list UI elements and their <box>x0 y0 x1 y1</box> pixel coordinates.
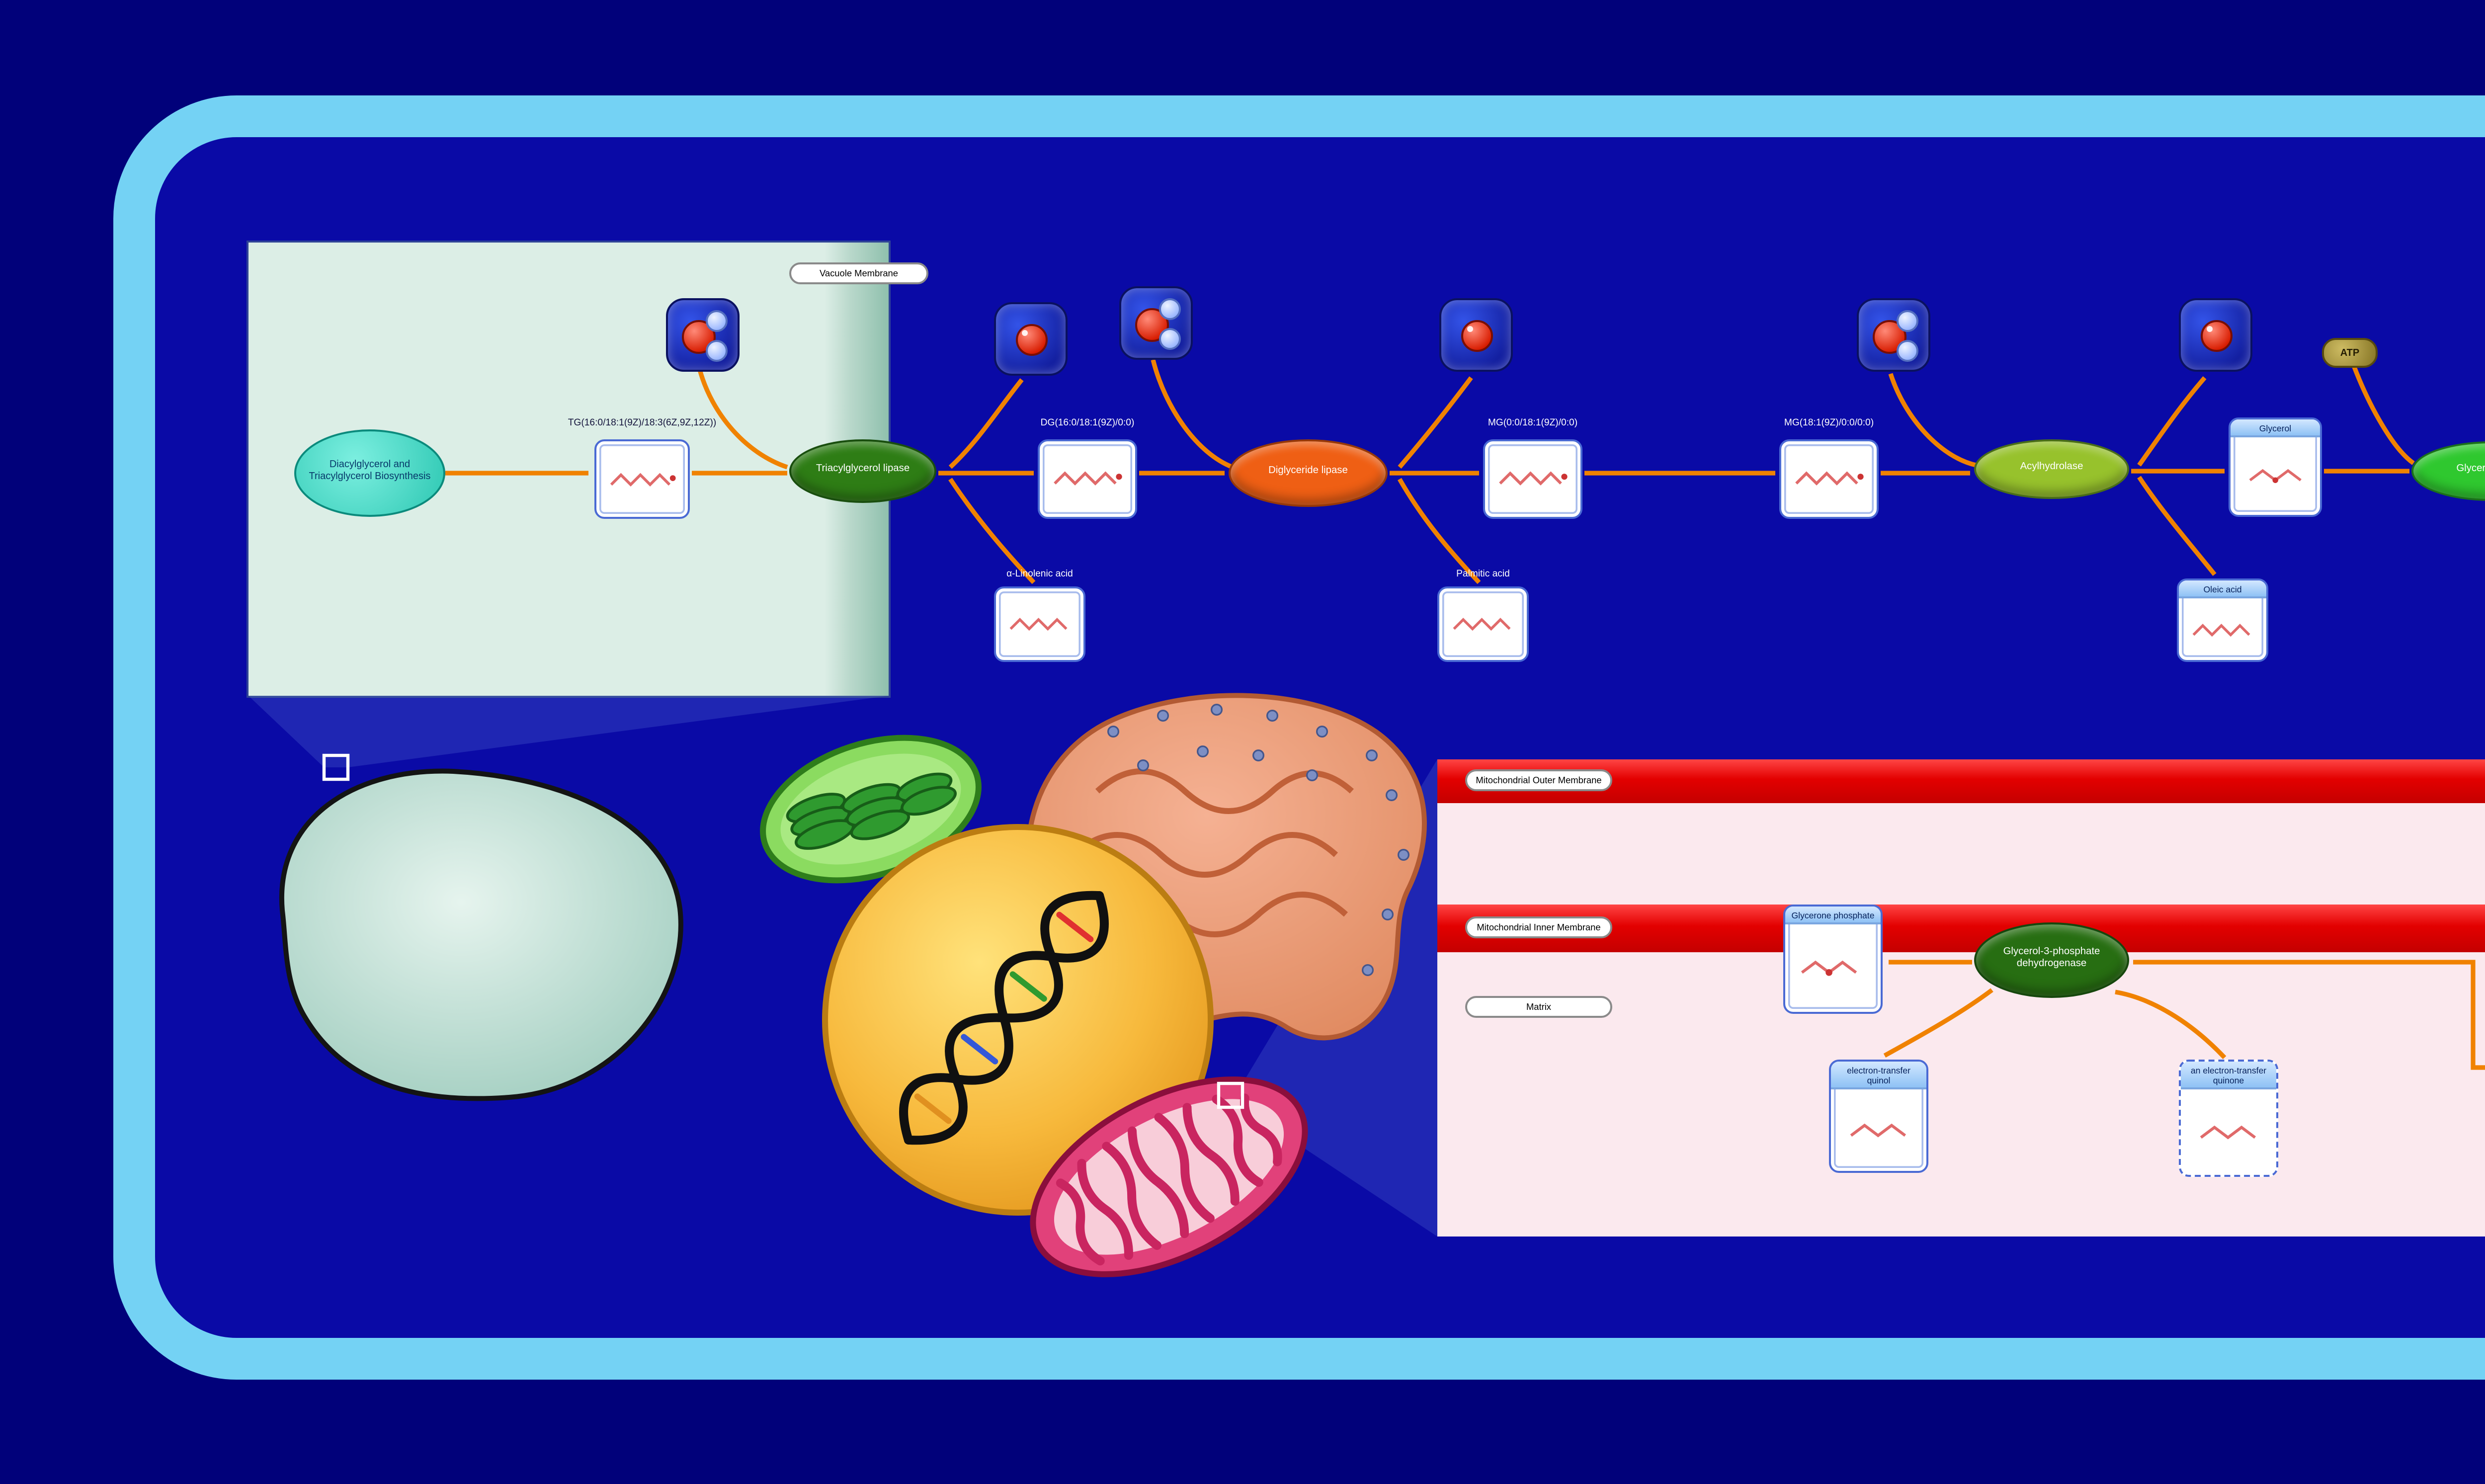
enzyme-acylhydrolase[interactable]: Acylhydrolase <box>1974 439 2129 499</box>
hydrogen-sphere <box>1159 298 1181 320</box>
mito-inner-membrane-label: Mitochondrial Inner Membrane <box>1465 916 1612 938</box>
proton-icon[interactable] <box>994 302 1068 376</box>
compound-palmitic-acid[interactable] <box>1437 586 1529 662</box>
structure-drawing <box>2181 1090 2276 1175</box>
compound-label-quinone: an electron-transfer quinone <box>2181 1062 2276 1090</box>
edge-dehydrogenase-to-quinol[interactable] <box>1883 988 1993 1058</box>
edge-atp-to-kinase[interactable] <box>2351 365 2415 465</box>
compound-glycerone-phosphate[interactable]: Glycerone phosphate <box>1783 905 1883 1014</box>
water-molecule-icon[interactable] <box>1119 286 1193 360</box>
selection-square-vacuole <box>322 753 350 781</box>
proton-icon[interactable] <box>2179 298 2252 372</box>
hydrogen-sphere <box>1897 310 1918 332</box>
edge-g3p-matrix-to-dehydrogenase[interactable] <box>2133 960 2485 1070</box>
compound-label-oleic: Oleic acid <box>2179 580 2266 599</box>
structure-drawing <box>1781 441 1877 517</box>
compound-label-glycerone-p: Glycerone phosphate <box>1785 907 1881 925</box>
structure-drawing <box>1040 441 1135 517</box>
atom-sphere <box>1016 324 1048 356</box>
compound-et-quinol[interactable]: electron-transfer quinol <box>1829 1060 1928 1173</box>
compound-label-mg-b: MG(18:1(9Z)/0:0/0:0) <box>1784 419 1874 429</box>
highlight-dot <box>2207 326 2213 332</box>
highlight-dot <box>1467 326 1473 332</box>
compound-label-mg-a: MG(0:0/18:1(9Z)/0:0) <box>1488 419 1578 429</box>
structure-drawing <box>1439 588 1527 660</box>
hydrogen-sphere <box>706 310 728 332</box>
enzyme-triacylglycerol-lipase[interactable]: Triacylglycerol lipase <box>789 439 936 503</box>
zoom-beam-vacuole <box>248 696 889 767</box>
compound-et-quinone[interactable]: an electron-transfer quinone <box>2179 1060 2278 1177</box>
selection-square-mitochondrion <box>1217 1081 1244 1109</box>
structure-drawing <box>2179 599 2266 660</box>
hydrogen-sphere <box>1159 328 1181 350</box>
vacuole-membrane-label: Vacuole Membrane <box>789 262 928 284</box>
vacuole-organelle <box>279 768 683 1101</box>
edge-acylhydrolase-to-proton[interactable] <box>2137 376 2207 467</box>
structure-drawing <box>1485 441 1580 517</box>
water-molecule-icon[interactable] <box>1857 298 1930 372</box>
structure-drawing <box>1831 1090 1926 1171</box>
proton-icon[interactable] <box>1439 298 1513 372</box>
compound-mg-a[interactable] <box>1483 439 1582 519</box>
edge-dag-lipase-to-palmitic[interactable] <box>1398 478 1481 584</box>
compound-label-tg: TG(16:0/18:1(9Z)/18:3(6Z,9Z,12Z)) <box>568 419 717 429</box>
compound-label-glycerol: Glycerol <box>2231 419 2320 438</box>
edge-dag-lipase-to-proton[interactable] <box>1398 376 1473 469</box>
edge-water-to-tag-lipase[interactable] <box>697 369 788 470</box>
enzyme-diglyceride-lipase[interactable]: Diglyceride lipase <box>1229 439 1388 507</box>
structure-drawing <box>1785 925 1881 1012</box>
pathway-node-biosynthesis[interactable]: Diacylglycerol and Triacylglycerol Biosy… <box>294 429 445 517</box>
compound-linolenic-acid[interactable] <box>994 586 1085 662</box>
compound-label-quinol: electron-transfer quinol <box>1831 1062 1926 1090</box>
compound-label-linolenic: α-Linolenic acid <box>1006 571 1073 580</box>
edge-acylhydrolase-to-oleic[interactable] <box>2137 476 2217 576</box>
matrix-label: Matrix <box>1465 996 1612 1018</box>
enzyme-g3p-dehydrogenase[interactable]: Glycerol-3-phosphate dehydrogenase <box>1974 922 2129 998</box>
edge-quinone-to-dehydrogenase[interactable] <box>2115 989 2227 1060</box>
dna-helix <box>899 891 1109 1145</box>
compound-dg[interactable] <box>1038 439 1137 519</box>
hydrogen-sphere <box>1897 340 1918 362</box>
edge-tag-lipase-to-proton[interactable] <box>948 378 1024 469</box>
mitochondrion-panel <box>1437 759 2485 1237</box>
structure-drawing <box>596 441 688 517</box>
compound-label-dg: DG(16:0/18:1(9Z)/0:0) <box>1040 419 1135 429</box>
highlight-dot <box>1022 330 1028 336</box>
edge-tag-lipase-to-linolenic[interactable] <box>948 478 1036 584</box>
water-molecule-icon[interactable] <box>666 298 740 372</box>
structure-drawing <box>2231 438 2320 515</box>
chloroplast-organelle <box>760 735 982 884</box>
hydrogen-sphere <box>706 340 728 362</box>
atp-node[interactable]: ATP <box>2322 338 2378 368</box>
atom-sphere <box>2201 320 2233 352</box>
compound-oleic-acid[interactable]: Oleic acid <box>2177 578 2268 662</box>
edge-water-to-dag-lipase[interactable] <box>1151 359 1234 470</box>
compound-glycerol[interactable]: Glycerol <box>2229 417 2322 517</box>
compound-tg[interactable] <box>594 439 690 519</box>
mito-outer-membrane-label: Mitochondrial Outer Membrane <box>1465 769 1612 791</box>
compound-label-palmitic: Palmitic acid <box>1456 571 1510 580</box>
compound-mg-b[interactable] <box>1779 439 1879 519</box>
atom-sphere <box>1461 320 1493 352</box>
mitochondrion-organelle <box>1030 1076 1308 1277</box>
structure-drawing <box>996 588 1083 660</box>
edge-water-to-acylhydrolase[interactable] <box>1888 373 1977 468</box>
